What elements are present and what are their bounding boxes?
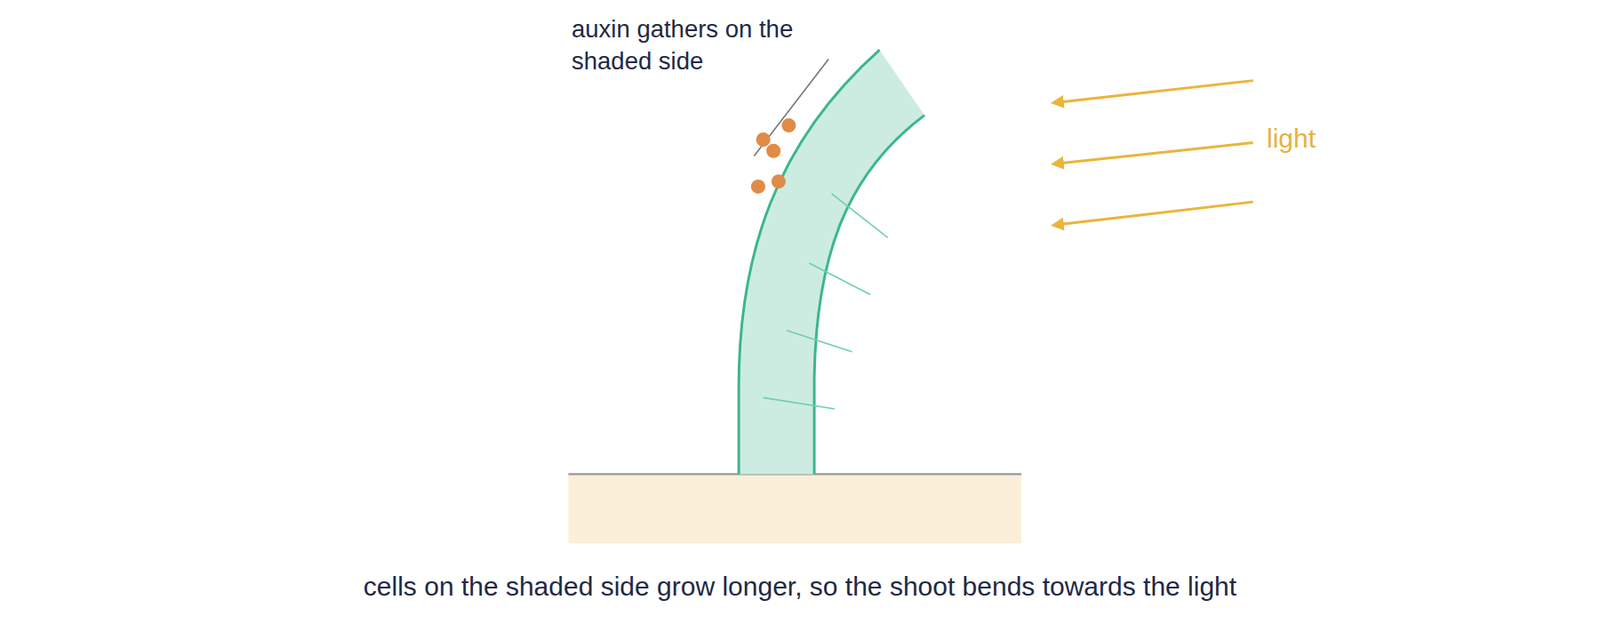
shoot-fill	[738, 49, 925, 474]
leader-line	[753, 59, 829, 157]
cell-lines	[763, 193, 888, 409]
soil	[568, 473, 1022, 544]
auxin-dots	[751, 118, 797, 194]
light-label: light	[1266, 120, 1316, 156]
caption: cells on the shaded side grow longer, so…	[363, 568, 1237, 604]
light-arrows	[1061, 80, 1254, 225]
shoot-shaded-edge	[738, 49, 880, 474]
callout-label: auxin gathers on the shaded side	[571, 13, 805, 78]
